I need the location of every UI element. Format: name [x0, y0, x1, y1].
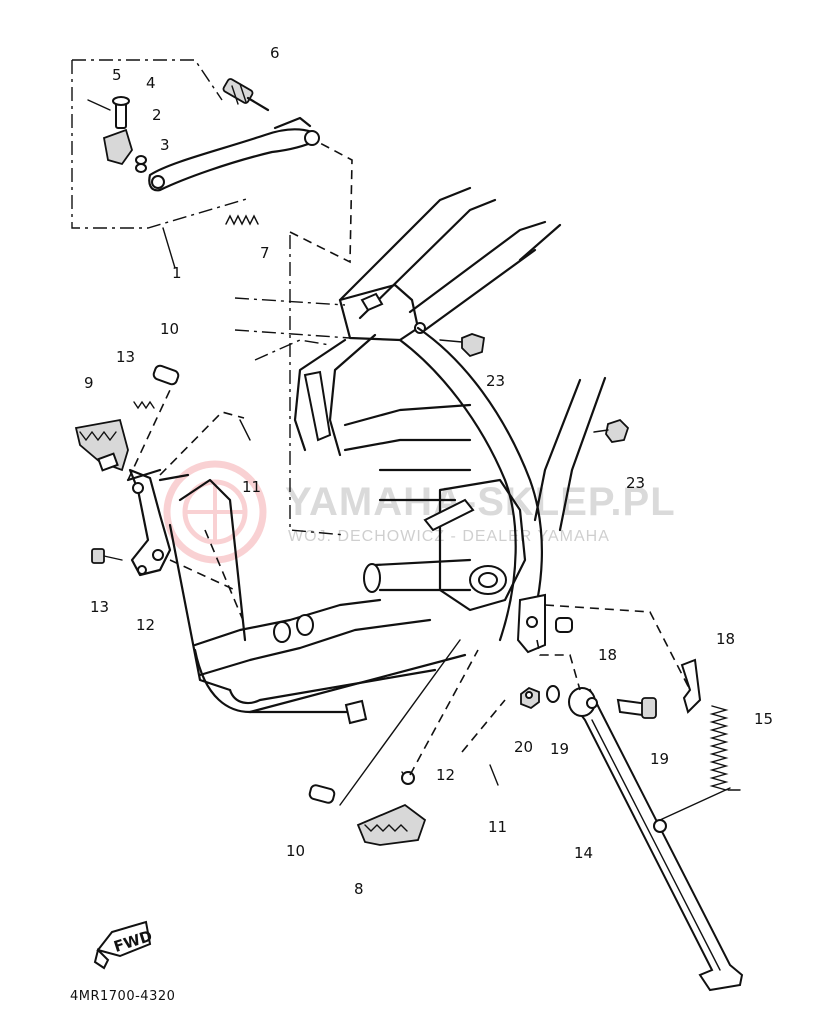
callout-10-top: 10 [160, 320, 179, 338]
callout-14: 12 [136, 616, 155, 634]
callout-19: 19 [650, 750, 669, 768]
callout-3: 3 [160, 136, 170, 154]
bolt-23-upper [439, 333, 485, 358]
watermark-tagline: WOJ. DECHOWICZ - DEALER YAMAHA [288, 528, 610, 545]
callout-10-bottom: 10 [286, 842, 305, 860]
callout-17: 15 [754, 710, 773, 728]
pedal-tip-parts [87, 96, 147, 173]
watermark: YAMAHA-SKLEP.PL WOJ. DECHOWICZ - DEALER … [163, 460, 676, 564]
side-stand-assembly [439, 333, 744, 992]
bolt-23-lower [593, 418, 630, 443]
footrest-left [74, 364, 251, 591]
callout-13: 13 [116, 348, 135, 366]
footrest-right [308, 639, 506, 846]
callout-6: 6 [270, 44, 280, 62]
callout-21: 19 [550, 740, 569, 758]
watermark-brand: YAMAHA-SKLEP.PL [285, 480, 676, 524]
callout-4: 4 [146, 74, 156, 92]
callout-5: 5 [112, 66, 122, 84]
callout-12: 12 [436, 766, 455, 784]
fwd-arrow-icon: FWD [93, 920, 154, 970]
watermark-logo [163, 460, 267, 564]
callout-16: 14 [574, 844, 593, 862]
callout-2: 2 [152, 106, 162, 124]
callout-11-bottom: 11 [488, 818, 507, 836]
frame [126, 186, 607, 725]
callout-20: 18 [598, 646, 617, 664]
bolt-6 [222, 78, 270, 112]
callout-23-lower: 23 [626, 474, 645, 492]
callout-15: 13 [90, 598, 109, 616]
callout-7: 7 [260, 244, 270, 262]
callout-23-upper: 23 [486, 372, 505, 390]
callout-22: 20 [514, 738, 533, 756]
callouts: 5 4 2 3 6 7 1 10 13 9 11 13 12 23 23 18 … [84, 44, 773, 898]
callout-8: 8 [354, 880, 364, 898]
callout-1: 1 [172, 264, 182, 282]
callout-18: 18 [716, 630, 735, 648]
shift-pedal-assembly [71, 59, 353, 269]
callout-11-top: 11 [242, 478, 261, 496]
diagram-code: 4MR1700-4320 [70, 989, 175, 1004]
callout-9: 9 [84, 374, 94, 392]
